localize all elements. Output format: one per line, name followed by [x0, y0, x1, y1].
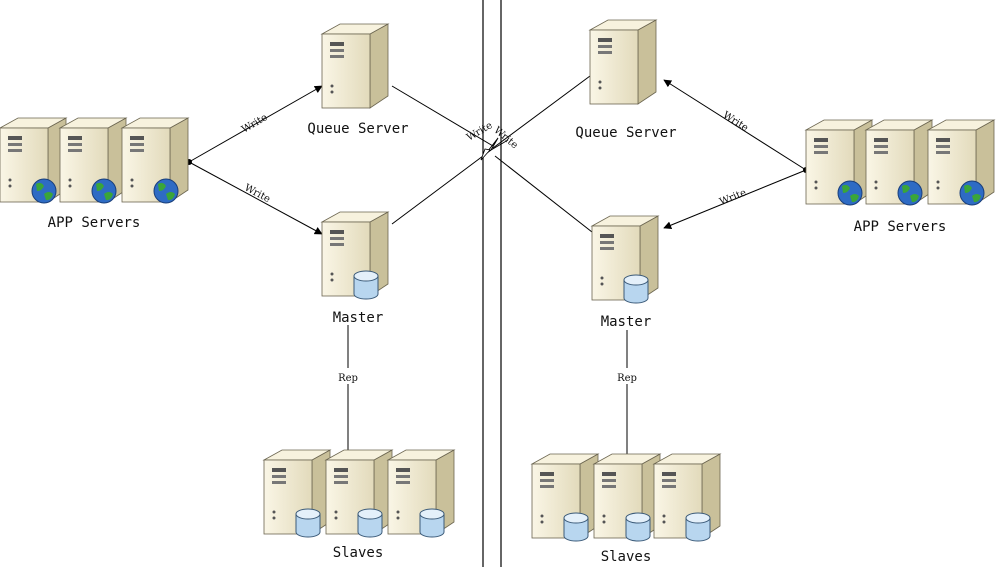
rep-label-bg-right [615, 368, 639, 384]
left-app-server-2 [58, 117, 128, 204]
drive-bay [330, 42, 344, 46]
database-icon [357, 508, 383, 538]
label-right-app-servers: APP Servers [854, 219, 947, 235]
left-slave-server-2 [324, 449, 394, 538]
database-icon [623, 274, 649, 304]
database-icon [625, 512, 651, 542]
database-icon [419, 508, 445, 538]
edge-cross-left-master [391, 149, 492, 225]
edge-right-app-to-queue [663, 79, 807, 171]
database-icon [685, 512, 711, 542]
right-slave-server-2 [592, 453, 662, 542]
rep-label-bg-left [336, 368, 360, 384]
edge-label-left-rep: Rep [338, 373, 358, 384]
edge-right-app-to-master [663, 169, 807, 229]
database-icon [563, 512, 589, 542]
left-master-server [320, 211, 390, 300]
broken-link-zigzag-icon [480, 137, 509, 161]
right-app-server-2 [864, 119, 934, 206]
edge-cross-left-queue [391, 85, 494, 147]
drive-bay [598, 38, 612, 42]
label-right-queue-server: Queue Server [575, 125, 676, 141]
drive-bay [600, 234, 614, 238]
drive-bay [602, 472, 616, 476]
edge-cross-right-master [494, 155, 593, 233]
right-app-server-3 [926, 119, 996, 206]
globe-icon [153, 178, 179, 204]
globe-icon [837, 180, 863, 206]
globe-icon [959, 180, 985, 206]
edge-left-app-to-queue [188, 85, 323, 163]
left-app-server-3 [120, 117, 190, 204]
database-icon [353, 270, 379, 300]
drive-bay [540, 472, 554, 476]
left-app-server-1 [0, 117, 68, 204]
label-right-slaves: Slaves [601, 549, 652, 565]
drive-bay [936, 138, 950, 142]
label-right-master: Master [601, 314, 652, 330]
right-slave-server-1 [530, 453, 600, 542]
edge-left-app-to-master [188, 161, 323, 235]
edge-label-right-write-queue: Write [721, 110, 750, 134]
right-master-server [590, 215, 660, 304]
drive-bay [396, 468, 410, 472]
left-slave-server-1 [262, 449, 332, 538]
left-queue-server [320, 23, 390, 109]
drive-bay [330, 230, 344, 234]
right-queue-server [588, 19, 658, 105]
drive-bay [130, 136, 144, 140]
database-icon [295, 508, 321, 538]
right-slave-server-3 [652, 453, 722, 542]
edge-label-right-write-master: Write [718, 187, 748, 208]
drive-bay [68, 136, 82, 140]
edge-cross-right-queue [492, 75, 591, 149]
edge-label-cross-write-1: Write [465, 120, 495, 143]
globe-icon [31, 178, 57, 204]
drive-bay [8, 136, 22, 140]
label-left-app-servers: APP Servers [48, 215, 141, 231]
globe-icon [91, 178, 117, 204]
edge-label-right-rep: Rep [617, 373, 637, 384]
drive-bay [874, 138, 888, 142]
label-left-queue-server: Queue Server [307, 121, 408, 137]
left-slave-server-3 [386, 449, 456, 538]
drive-bay [814, 138, 828, 142]
edge-label-left-write-master: Write [242, 182, 272, 205]
drive-bay [662, 472, 676, 476]
right-app-server-1 [804, 119, 874, 206]
broken-link-arrowhead [480, 148, 491, 161]
label-left-slaves: Slaves [333, 545, 384, 561]
label-left-master: Master [333, 310, 384, 326]
edge-label-left-write-queue: Write [240, 112, 270, 135]
drive-bay [272, 468, 286, 472]
globe-icon [897, 180, 923, 206]
drive-bay [334, 468, 348, 472]
